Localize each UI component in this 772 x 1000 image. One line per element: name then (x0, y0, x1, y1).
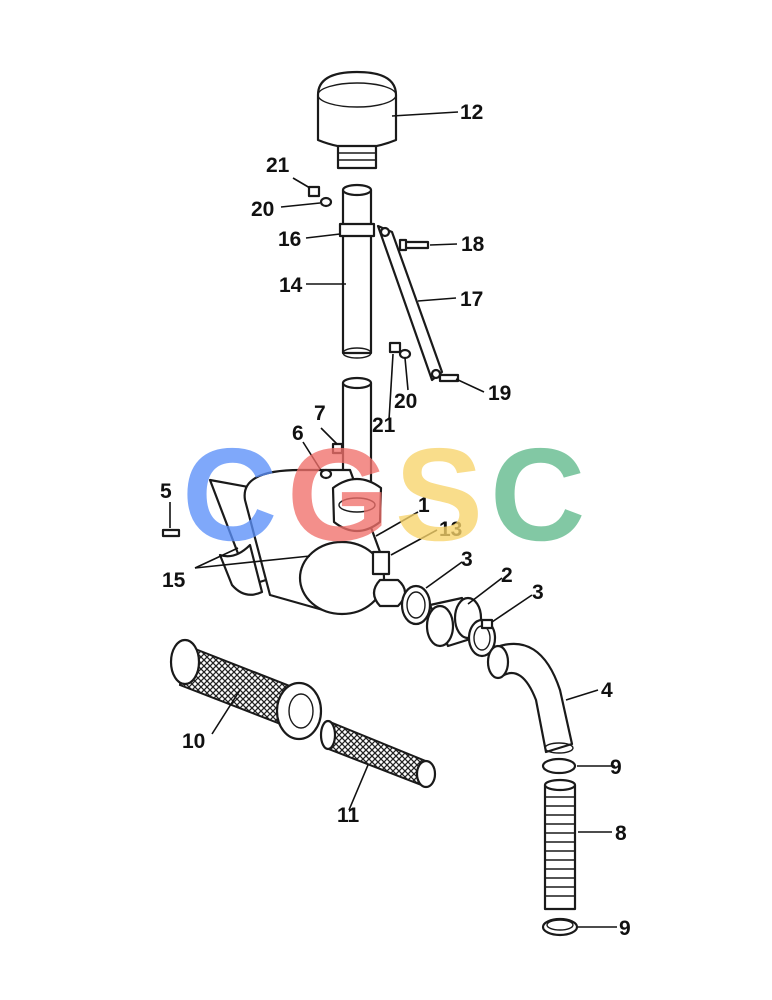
callout-8: 8 (615, 822, 627, 845)
callout-1: 1 (418, 494, 430, 517)
elbow-hose (486, 642, 574, 754)
callout-9-lower: 9 (619, 917, 631, 940)
callout-16: 16 (278, 228, 301, 251)
primary-filter-element (169, 638, 323, 741)
cgsc-watermark-logo: C G S C (182, 421, 585, 568)
nut-21-lower (388, 341, 402, 354)
callout-21-lower: 21 (372, 414, 396, 437)
intake-tube-upper (338, 183, 376, 359)
callout-15: 15 (162, 569, 186, 592)
bolt-5 (161, 528, 181, 538)
callout-3-left: 3 (461, 548, 473, 571)
callout-6: 6 (292, 422, 304, 445)
callout-11: 11 (337, 804, 360, 827)
callout-20-lower: 20 (394, 390, 417, 413)
clamp-3-left (400, 584, 432, 626)
watermark-letter-3: S (395, 421, 483, 568)
support-bracket (376, 224, 444, 382)
intake-tube-lower (341, 376, 373, 485)
clamp-9-upper (541, 757, 577, 775)
callout-13: 13 (439, 518, 462, 541)
callout-2: 2 (501, 564, 513, 587)
callout-17: 17 (460, 288, 483, 311)
safety-filter-element (319, 719, 437, 789)
callout-5: 5 (160, 480, 172, 503)
leader-lines (169, 111, 617, 928)
callout-14: 14 (279, 274, 303, 297)
callout-12: 12 (460, 101, 483, 124)
bolt-18 (398, 238, 430, 252)
callout-20-upper: 20 (251, 198, 274, 221)
nut-7 (331, 442, 344, 455)
callout-18: 18 (461, 233, 485, 256)
callout-4: 4 (601, 679, 613, 702)
air-cleaner-housing (208, 468, 407, 616)
callout-3-right: 3 (532, 581, 544, 604)
washer-20-lower (398, 348, 412, 360)
flexible-hose (543, 778, 577, 911)
washer-6 (319, 468, 333, 480)
watermark-letter-2: G (287, 421, 390, 568)
washer-20-upper (319, 196, 333, 208)
bolt-19 (438, 373, 460, 383)
nut-21-upper (307, 185, 321, 198)
precleaner-cap (316, 70, 398, 170)
callout-7: 7 (314, 402, 326, 425)
callout-19: 19 (488, 382, 511, 405)
watermark-letter-4: C (490, 421, 585, 568)
callout-21-upper: 21 (266, 154, 290, 177)
watermark-letter-1: C (182, 421, 277, 568)
callout-10: 10 (182, 730, 205, 753)
clamp-9-lower (541, 917, 579, 937)
clamp-3-right (467, 618, 497, 658)
callout-labels: 12 21 20 16 18 14 17 20 19 21 7 6 5 1 13… (160, 101, 631, 940)
callout-9-upper: 9 (610, 756, 622, 779)
